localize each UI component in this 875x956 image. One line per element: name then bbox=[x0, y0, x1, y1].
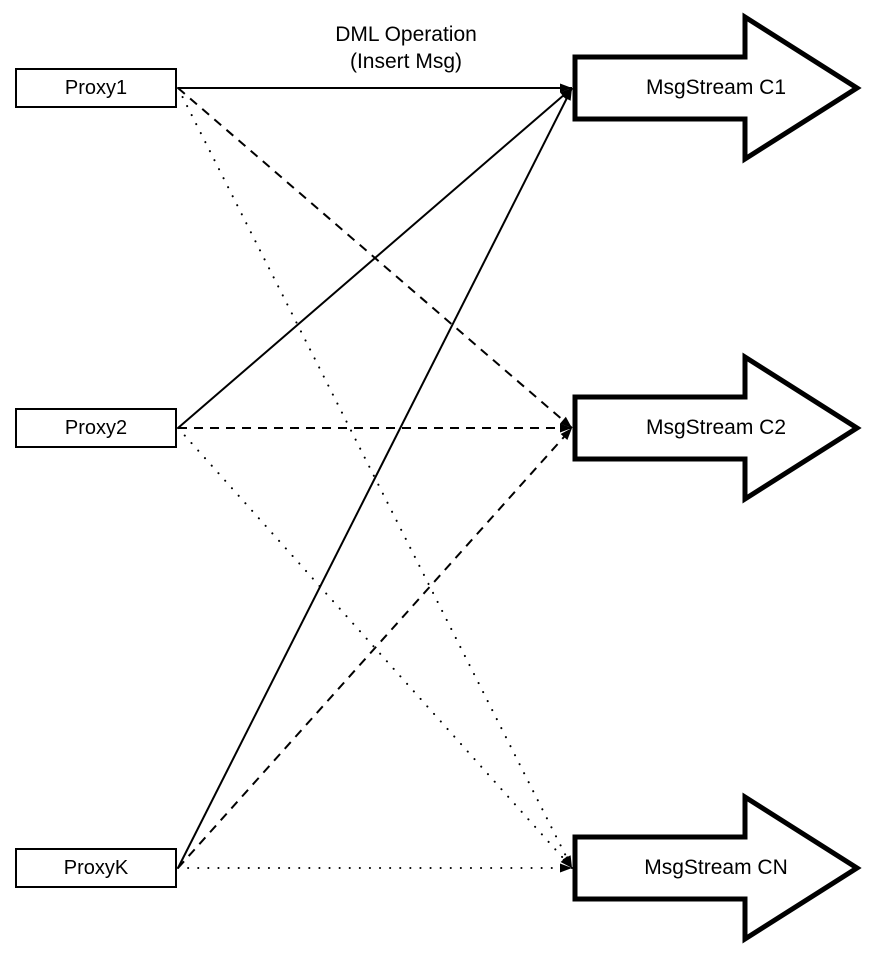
proxy1-label: Proxy1 bbox=[64, 76, 128, 99]
msgstream-cn-arrow-shape bbox=[572, 792, 862, 944]
edge-proxyK-c2-dashed bbox=[177, 427, 573, 869]
edge-proxy2-c1-solid bbox=[177, 87, 573, 429]
title-line-1: DML Operation bbox=[335, 23, 477, 46]
msgstream-cn-label: MsgStream CN bbox=[644, 856, 788, 879]
proxyK-box: ProxyK bbox=[15, 848, 177, 888]
edge-proxyK-c1-solid bbox=[177, 87, 573, 869]
proxy2-box: Proxy2 bbox=[15, 408, 177, 448]
title-line-2: (Insert Msg) bbox=[349, 50, 462, 73]
edge-proxy1-cn-dotted bbox=[177, 87, 573, 869]
proxy2-label: Proxy2 bbox=[64, 416, 128, 439]
proxy1-box: Proxy1 bbox=[15, 68, 177, 108]
proxyK-label: ProxyK bbox=[63, 856, 129, 879]
diagram-title: DML Operation (Insert Msg) bbox=[256, 21, 556, 75]
edge-lines bbox=[177, 83, 573, 873]
msgstream-c1-label: MsgStream C1 bbox=[645, 76, 787, 99]
msgstream-c2-label: MsgStream C2 bbox=[645, 416, 787, 439]
msgstream-c1-arrow-shape bbox=[572, 12, 862, 164]
msgstream-c2-arrow-shape bbox=[572, 352, 862, 504]
